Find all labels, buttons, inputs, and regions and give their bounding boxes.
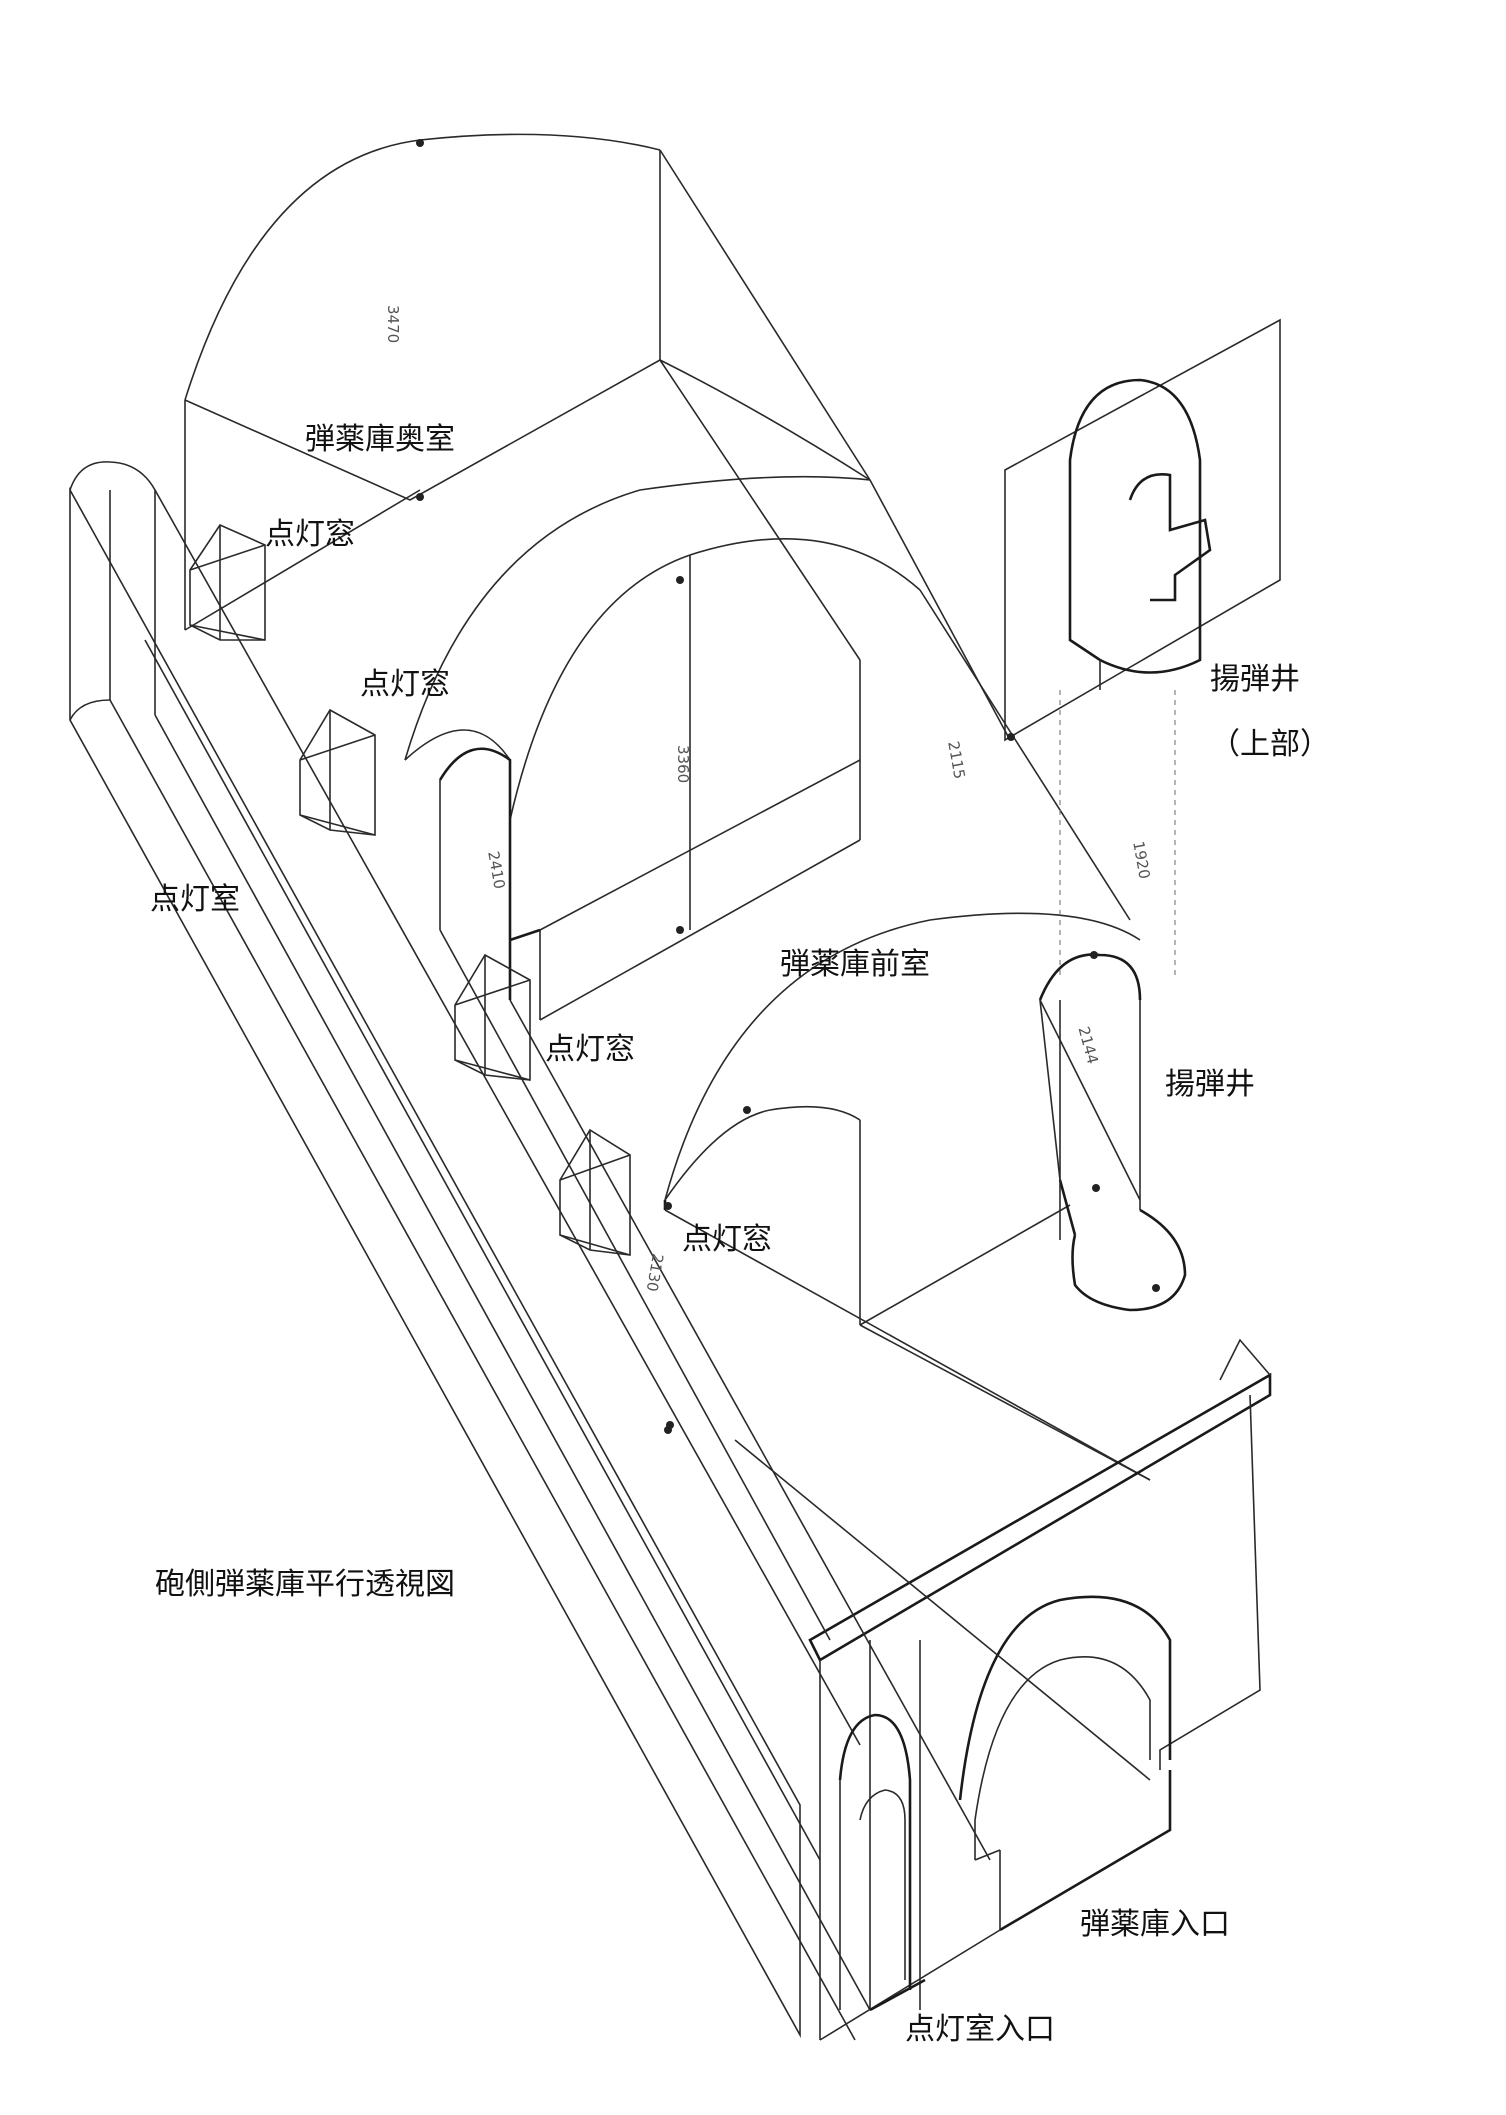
label-shaft-top: 揚弾井	[1210, 662, 1300, 697]
perspective-guides	[439, 929, 1151, 1861]
label-front-room: 弾薬庫前室	[780, 947, 930, 982]
label-light-window-3: 点灯窓	[545, 1032, 635, 1067]
shaft-top-panel	[1004, 318, 1281, 980]
shaft-body	[1038, 951, 1187, 1312]
lighting-entrance-arch	[838, 1713, 926, 2012]
label-lighting-room: 点灯室	[150, 882, 240, 917]
label-shaft: 揚弾井	[1165, 1067, 1255, 1102]
label-light-window-1: 点灯窓	[265, 517, 355, 552]
dimension-1: 3470	[384, 305, 402, 344]
label-back-room: 弾薬庫奥室	[305, 422, 455, 457]
label-lighting-room-entrance: 点灯室入口	[905, 2012, 1055, 2047]
light-window-4-drawing	[559, 1128, 631, 1256]
middle-vault	[404, 475, 1131, 1000]
front-room-box	[663, 912, 1151, 1481]
label-shaft-top-note: （上部）	[1210, 727, 1330, 762]
label-light-window-4: 点灯窓	[682, 1222, 772, 1257]
light-window-1-drawing	[189, 523, 266, 641]
light-window-3-drawing	[454, 953, 531, 1081]
light-window-2-drawing	[299, 708, 376, 836]
dimension-2: 3360	[674, 745, 692, 784]
magazine-entrance-arch	[958, 1595, 1172, 1861]
label-magazine-entrance: 弾薬庫入口	[1080, 1907, 1230, 1942]
entrance-wall	[808, 1338, 1272, 2041]
lighting-corridor	[69, 461, 871, 2041]
diagram-caption: 砲側弾薬庫平行透視図	[155, 1567, 455, 1602]
back-room-box	[184, 133, 871, 1021]
label-light-window-2: 点灯窓	[360, 667, 450, 702]
